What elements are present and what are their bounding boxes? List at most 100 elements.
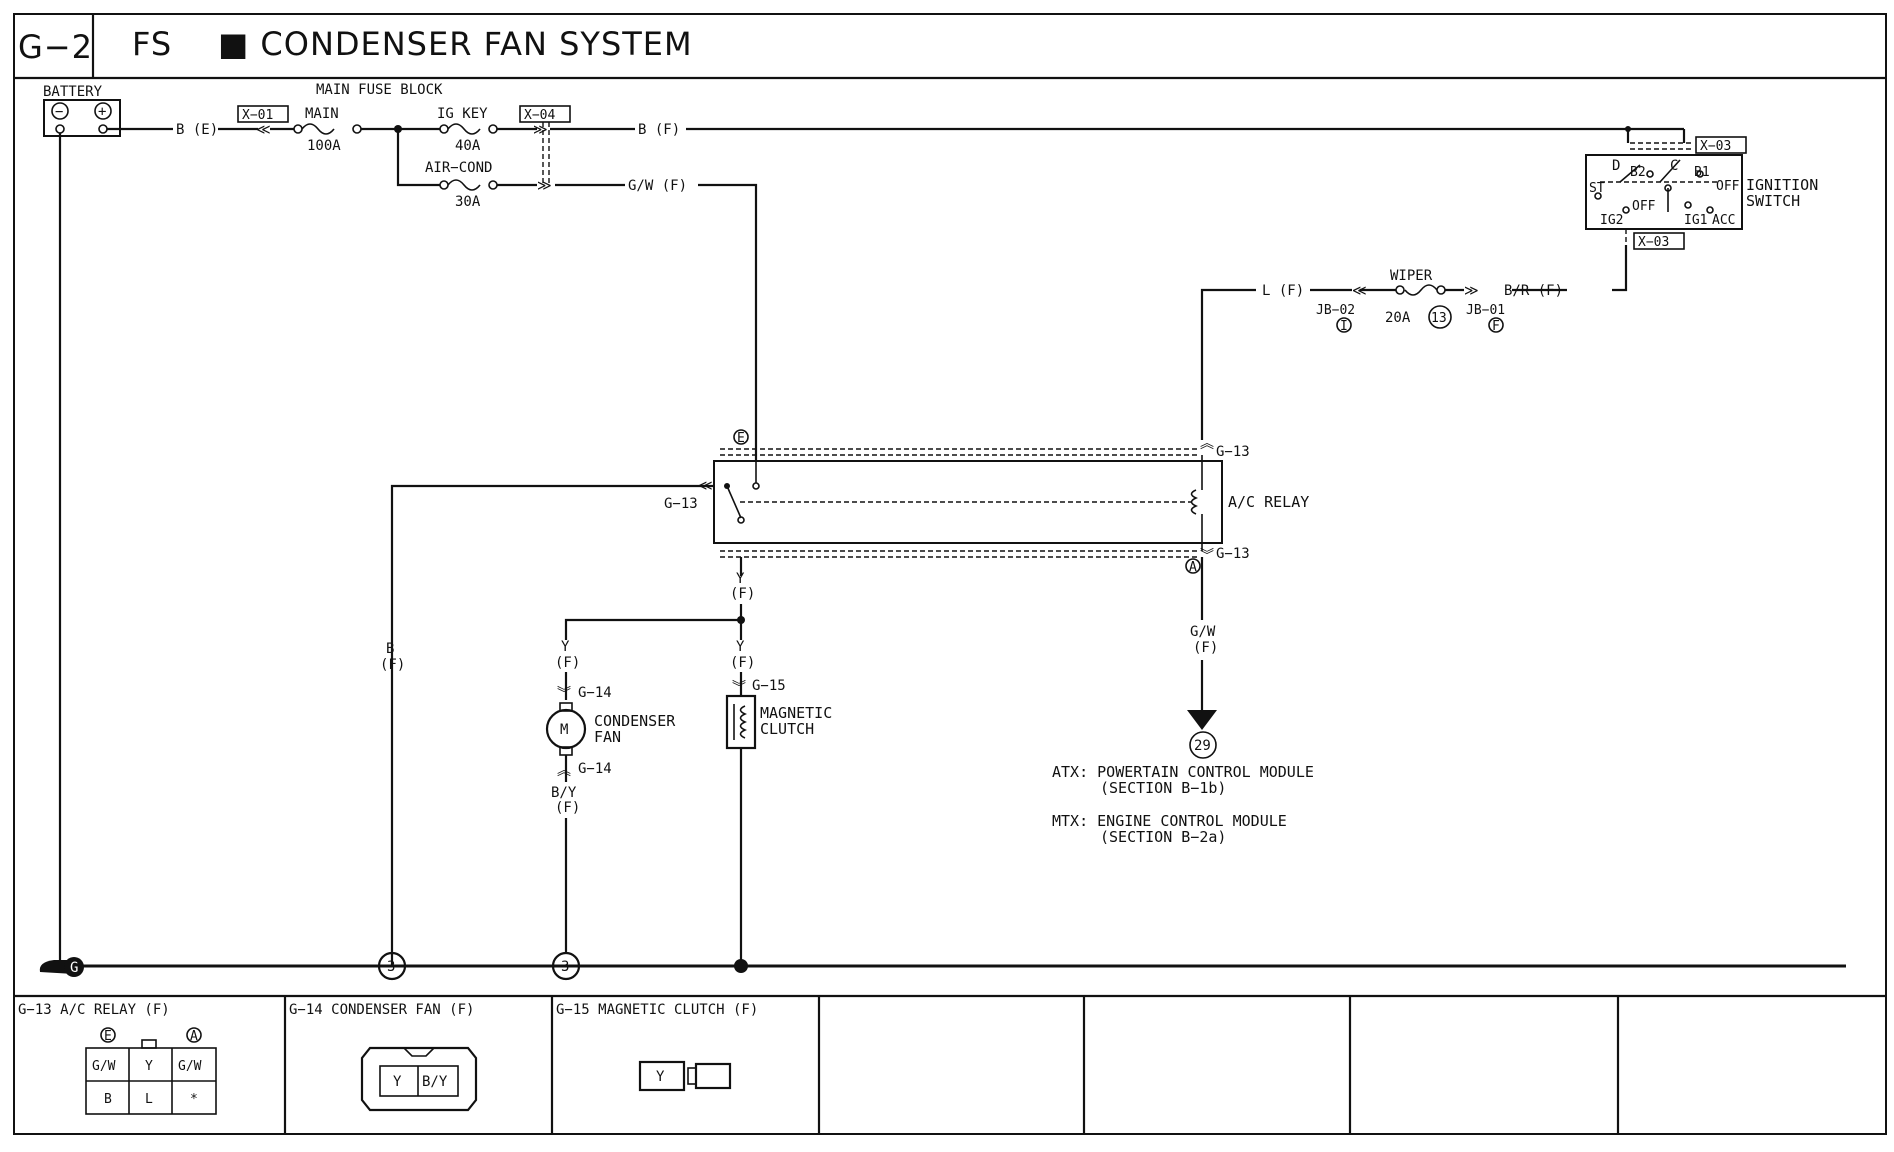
fuse-main-rating: 100A <box>307 138 341 154</box>
ignition-term-ig1: IG1 <box>1684 213 1707 228</box>
ignition-switch <box>1585 154 1743 230</box>
clutch-wire-label-2: (F) <box>730 655 755 671</box>
relay-pin-a: A <box>1189 560 1197 575</box>
connector-x01: X−01 <box>242 108 273 123</box>
pcm-atx-line-1: ATX: POWERTAIN CONTROL MODULE <box>1052 763 1314 781</box>
wire-ig-out-label: B (F) <box>638 122 680 138</box>
fuse-ac-rating: 30A <box>455 194 481 210</box>
panel-g13-cell: G/W <box>92 1059 116 1074</box>
pcm-mtx-line-2: (SECTION B−2a) <box>1100 828 1226 846</box>
ground-node-left: 3 <box>387 959 395 975</box>
panel-g13-cell: * <box>190 1092 198 1107</box>
page-frame <box>13 13 1887 1135</box>
ignition-term-acc: ACC <box>1712 213 1735 228</box>
wiper-fuse-name: WIPER <box>1390 268 1433 284</box>
panel-g13-cell: G/W <box>178 1059 202 1074</box>
ignition-term-b1: B1 <box>1694 165 1710 180</box>
wire-l-label: L (F) <box>1262 283 1304 299</box>
battery-negative: − <box>55 104 63 120</box>
svg-text:≫: ≫ <box>1464 283 1479 299</box>
jb-right-label: JB−01 <box>1466 303 1505 318</box>
relay-out-label-1: Y <box>736 571 745 587</box>
ignition-label-2: SWITCH <box>1746 192 1800 210</box>
panel-g14-cell: Y <box>393 1074 402 1090</box>
wiper-fuse-number: 13 <box>1431 311 1447 326</box>
pcm-mtx-line-1: MTX: ENGINE CONTROL MODULE <box>1052 812 1287 830</box>
svg-text:≪: ≪ <box>256 122 271 138</box>
fan-out-label-1: B/Y <box>551 785 577 801</box>
clutch-conn: G−15 <box>752 678 786 694</box>
svg-text:︽: ︽ <box>557 763 571 779</box>
svg-text:≫: ≫ <box>533 122 548 138</box>
jb-left-label: JB−02 <box>1316 303 1355 318</box>
ignition-term-ig2: IG2 <box>1600 213 1623 228</box>
relay-conn-bottom: G−13 <box>1216 546 1250 562</box>
panel-g15-title: G−15 MAGNETIC CLUTCH (F) <box>556 1002 758 1018</box>
page-code: G−2 <box>18 28 93 66</box>
panel-g15-cell: Y <box>656 1069 665 1085</box>
relay-conn-top: G−13 <box>1216 444 1250 460</box>
ignition-term-c: C <box>1670 158 1678 174</box>
svg-text:︽: ︽ <box>1200 436 1214 452</box>
panel-g13-cell: L <box>145 1092 153 1107</box>
b-wire-label-2: (F) <box>380 657 405 673</box>
wiper-fuse-rating: 20A <box>1385 310 1411 326</box>
connector-x03-bottom: X−03 <box>1638 235 1669 250</box>
panel-g15-connector <box>638 1060 732 1092</box>
fan-out-label-2: (F) <box>555 800 580 816</box>
relay-out-label-2: (F) <box>730 586 755 602</box>
fuse-block-title: MAIN FUSE BLOCK <box>316 82 443 98</box>
svg-text:︾: ︾ <box>1200 548 1214 564</box>
clutch-wire-label-1: Y <box>736 639 745 655</box>
ignition-term-st: ST <box>1589 181 1605 196</box>
jb-right-pin: F <box>1492 319 1500 334</box>
panel-g13-pin-a: A <box>190 1029 198 1044</box>
ac-relay <box>713 455 1223 551</box>
relay-label: A/C RELAY <box>1228 493 1309 511</box>
panel-g13-connector <box>85 1039 217 1115</box>
ground-node-mid: 3 <box>561 959 569 975</box>
fan-conn-top: G−14 <box>578 685 612 701</box>
wire-battery-label: B (E) <box>176 122 218 138</box>
fuse-ac-name: AIR−COND <box>425 160 492 176</box>
fan-motor-symbol: M <box>560 722 568 738</box>
relay-pin-e: E <box>737 431 745 446</box>
jb-left-pin: I <box>1340 319 1348 334</box>
page-title: ■ CONDENSER FAN SYSTEM <box>218 25 693 63</box>
coil-wire-label-1: G/W <box>1190 624 1216 640</box>
ground-symbol <box>39 957 84 977</box>
ground-label: G <box>70 960 78 976</box>
coil-wire-label-2: (F) <box>1193 640 1218 656</box>
system-code: FS <box>132 25 172 63</box>
svg-text:≪: ≪ <box>1352 283 1367 299</box>
fuse-main-name: MAIN <box>305 106 339 122</box>
b-wire-label-1: B <box>386 641 394 657</box>
panel-g14-connector <box>360 1046 478 1112</box>
wire-ac-out-label: G/W (F) <box>628 178 687 194</box>
ignition-term-off-left: OFF <box>1632 199 1656 214</box>
connector-x03-top: X−03 <box>1700 139 1731 154</box>
fan-label-2: FAN <box>594 728 621 746</box>
condenser-fan-motor <box>545 702 587 756</box>
ignition-term-b2: B2 <box>1630 165 1646 180</box>
svg-text:︾: ︾ <box>732 680 746 696</box>
connector-x04: X−04 <box>524 108 555 123</box>
fan-conn-bottom: G−14 <box>578 761 612 777</box>
panel-g13-cell: B <box>104 1092 112 1107</box>
panel-g13-title: G−13 A/C RELAY (F) <box>18 1002 170 1018</box>
panel-g13-cell: Y <box>145 1059 153 1074</box>
panel-g13-pin-e: E <box>104 1029 112 1044</box>
panel-g14-cell: B/Y <box>422 1074 448 1090</box>
fan-in-label-2: (F) <box>555 655 580 671</box>
fuse-ig-name: IG KEY <box>437 106 488 122</box>
wire-br-label: B/R (F) <box>1504 283 1563 299</box>
pcm-atx-line-2: (SECTION B−1b) <box>1100 779 1226 797</box>
fan-label-1: CONDENSER <box>594 712 676 730</box>
ignition-label-1: IGNITION <box>1746 176 1818 194</box>
ignition-term-off-right: OFF <box>1716 179 1740 194</box>
fuse-ig-rating: 40A <box>455 138 481 154</box>
battery-positive: + <box>98 104 106 120</box>
battery: − + <box>43 99 121 137</box>
fan-in-label-1: Y <box>561 639 570 655</box>
